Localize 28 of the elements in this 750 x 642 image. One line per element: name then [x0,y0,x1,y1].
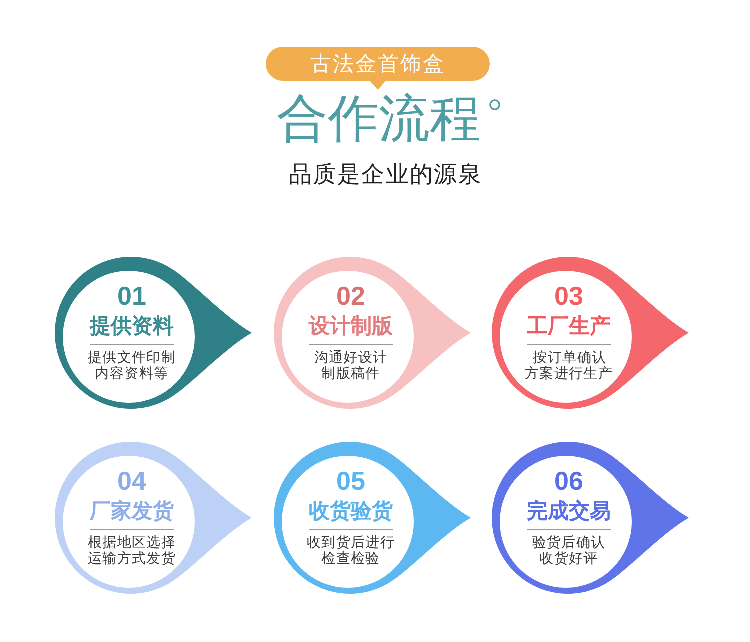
step-title: 完成交易 [527,499,611,523]
teardrop-shape [274,442,471,594]
step-title: 厂家发货 [90,499,174,523]
bubble-text: 古法金首饰盒 [310,51,446,77]
step-description: 根据地区选择运输方式发货 [88,535,176,567]
title: 合作流程 [277,90,481,150]
teardrop-shape [55,442,252,594]
step-title: 设计制版 [309,314,393,338]
step-number: 05 [336,467,366,495]
step-description: 收到货后进行检查检验 [306,535,396,567]
teardrop-shape [274,257,471,409]
teardrop-shape [492,442,689,594]
step-title: 工厂生产 [527,314,611,338]
step-number: 02 [336,282,366,310]
step-number: 04 [118,467,146,495]
step-number: 03 [554,282,584,310]
step-title: 收货验货 [309,499,393,523]
speech-bubble [266,47,490,90]
step-description: 沟通好设计制版稿件 [314,350,388,382]
step-number: 01 [118,282,146,310]
teardrop-shape [492,257,689,409]
step-number: 06 [554,467,584,495]
step-title: 提供资料 [90,314,174,338]
step-description: 按订单确认方案进行生产 [524,350,614,382]
step-description: 验货后确认收货好评 [532,535,606,567]
step-description: 提供文件印制内容资料等 [88,350,176,382]
subtitle: 品质是企业的源泉 [289,162,483,188]
teardrop-shape [55,257,252,409]
